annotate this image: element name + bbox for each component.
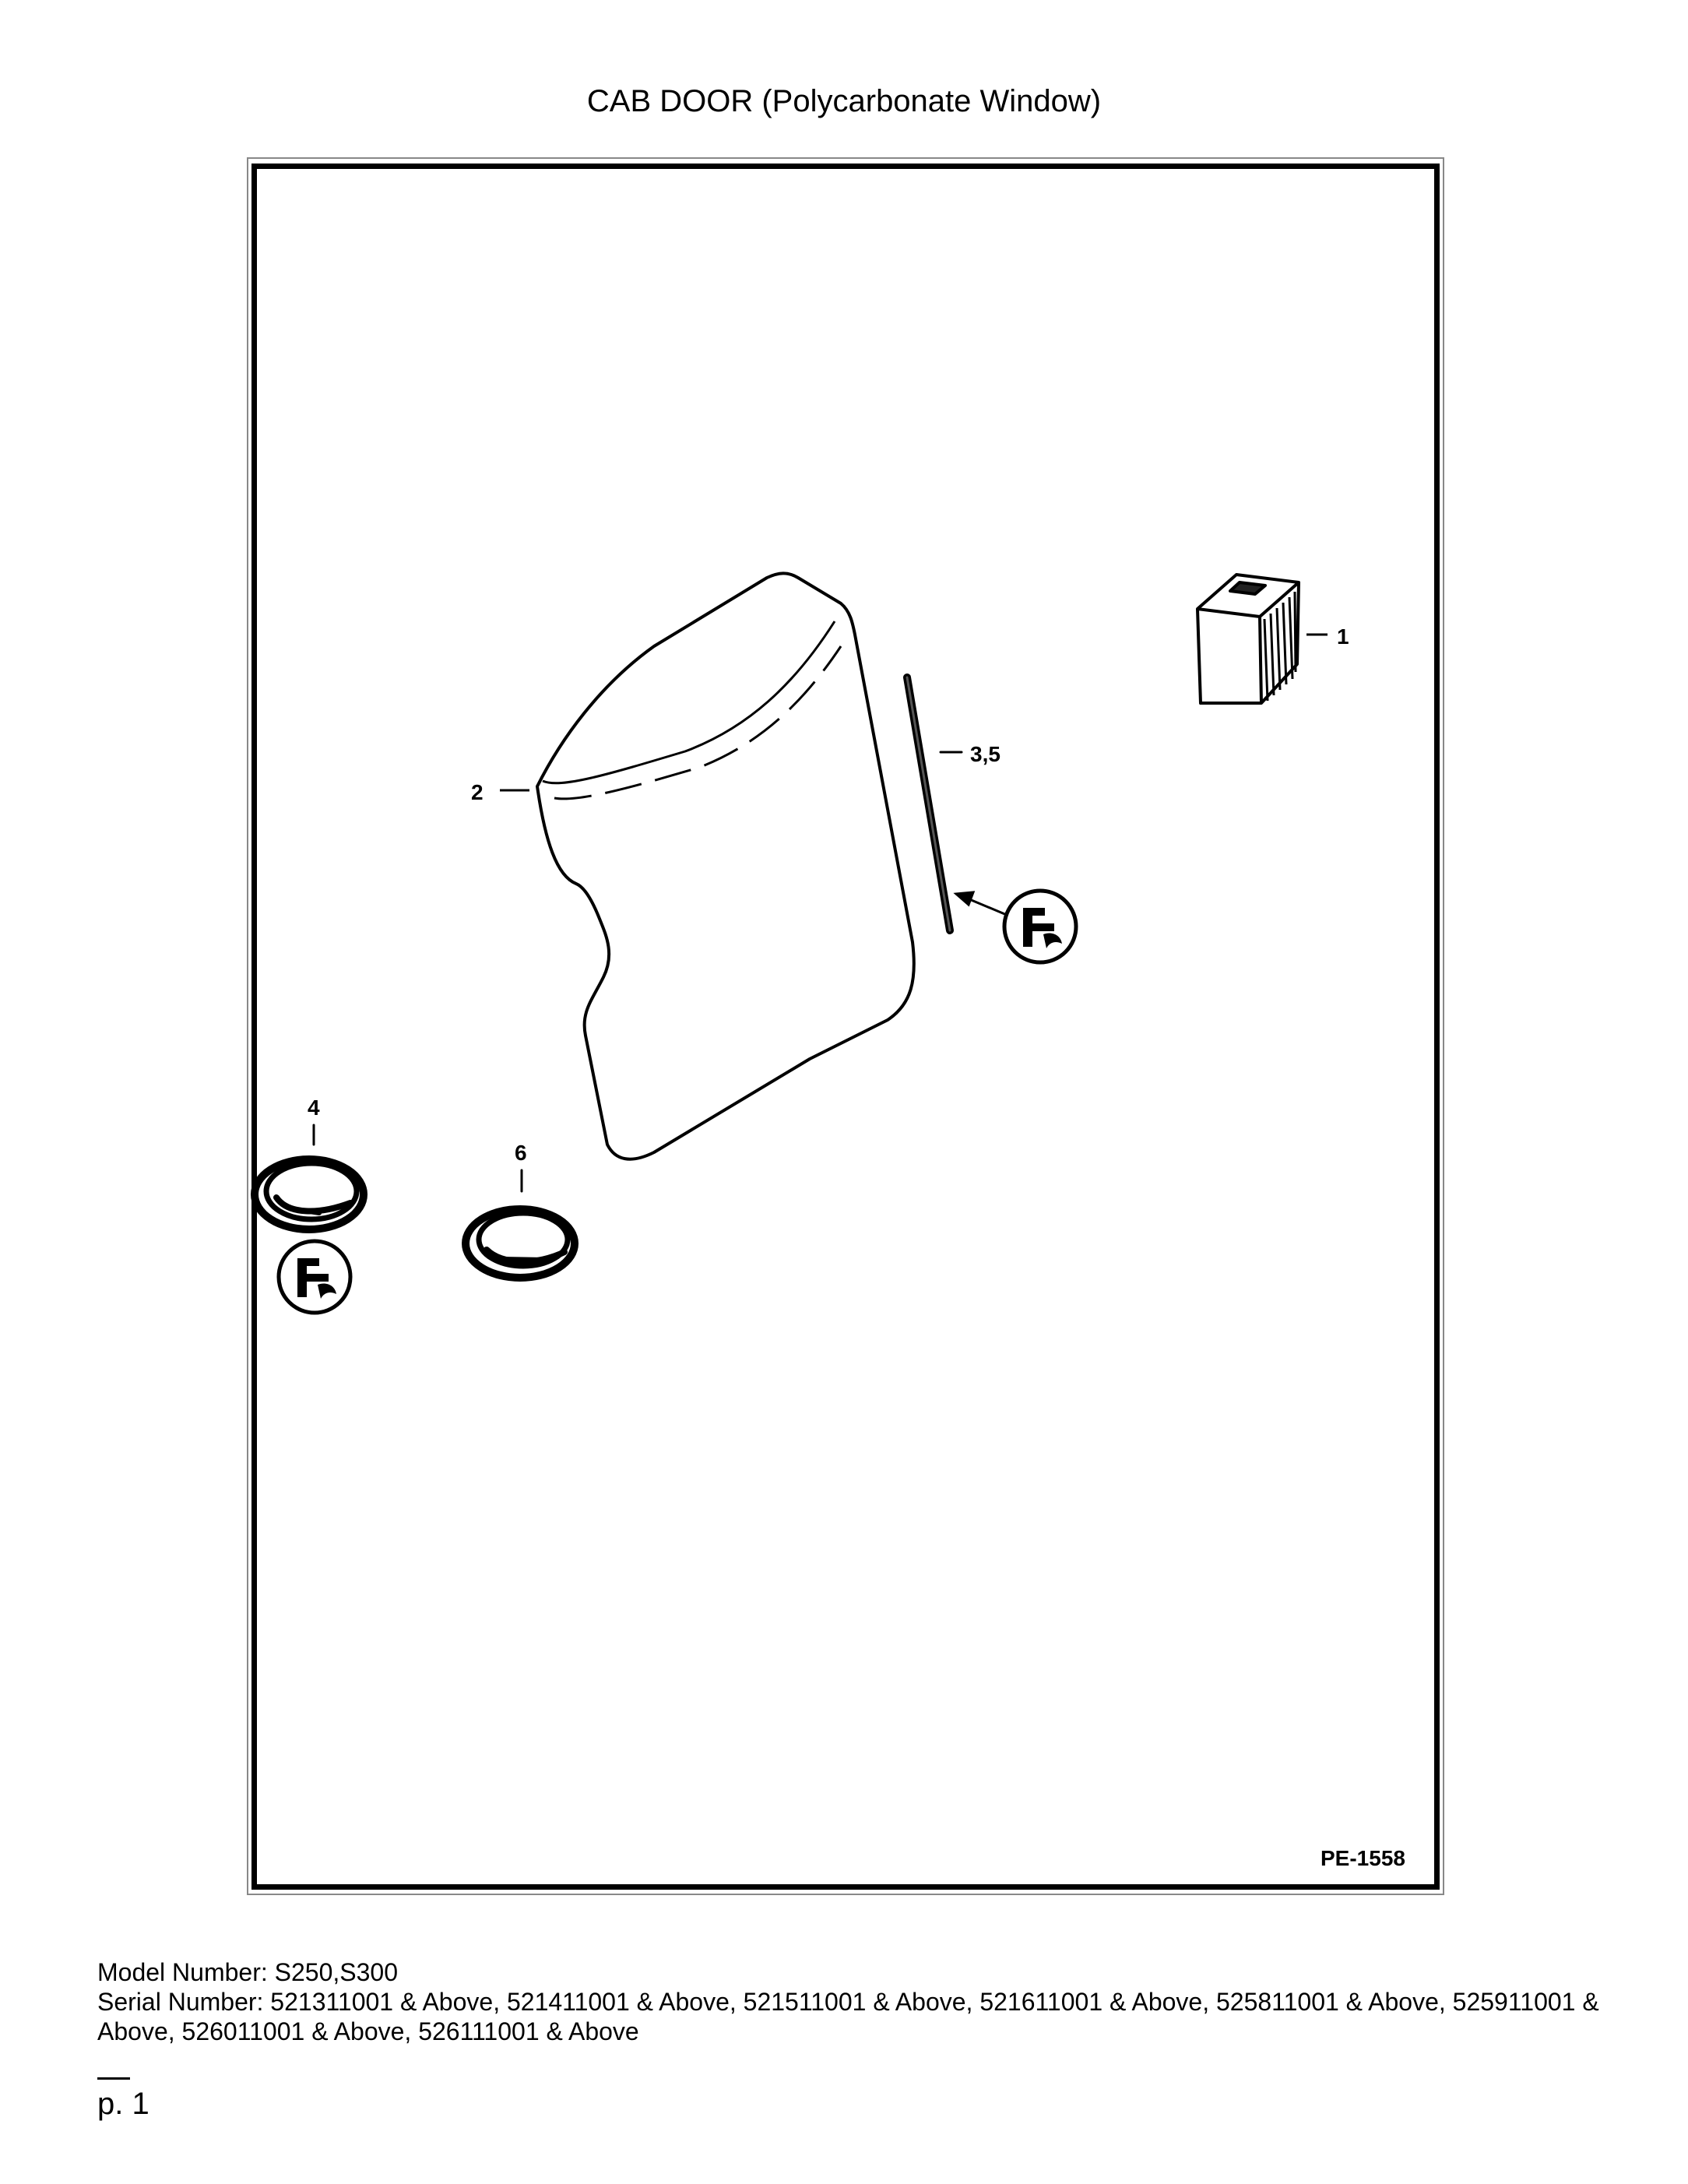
figure-code: PE-1558 <box>1321 1846 1405 1870</box>
callout-item-2: 2 <box>471 780 484 804</box>
page-number: p. 1 <box>97 2087 149 2121</box>
page-title: CAB DOOR (Polycarbonate Window) <box>586 84 1102 118</box>
callout-item-4: 4 <box>308 1096 320 1120</box>
coiled-seal-6 <box>462 1169 578 1282</box>
callout-item-6: 6 <box>515 1141 527 1165</box>
callout-item-1: 1 <box>1337 624 1349 649</box>
page-rule <box>97 2077 130 2080</box>
window-panel <box>536 571 916 1161</box>
fastener-torque-icon <box>276 1239 353 1315</box>
drawing-frame <box>251 164 1440 1890</box>
fastener-torque-icon <box>1002 888 1078 965</box>
coiled-seal-4 <box>251 1124 367 1233</box>
callout-item-3-5: 3,5 <box>970 742 1000 766</box>
block-part <box>1196 573 1328 705</box>
model-number: Model Number: S250,S300 <box>97 1958 398 1986</box>
pointer-arrow <box>953 891 1013 919</box>
drawing-frame-outer <box>247 157 1444 1895</box>
seal-strip <box>903 673 963 934</box>
footer-info: Model Number: S250,S300 Serial Number: 5… <box>97 1957 1616 2046</box>
serial-number: Serial Number: 521311001 & Above, 521411… <box>97 1988 1599 2045</box>
